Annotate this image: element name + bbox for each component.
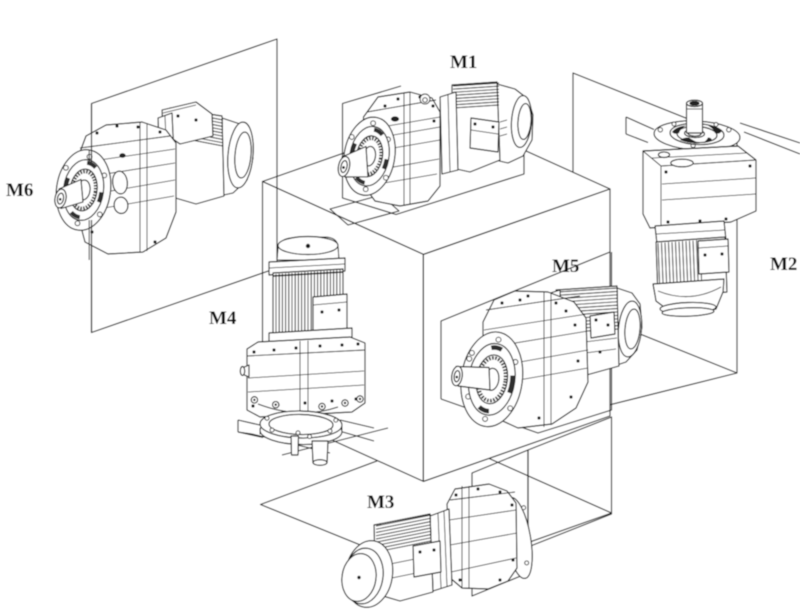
svg-text:M2: M2 [770, 254, 797, 275]
svg-text:M6: M6 [6, 180, 33, 201]
svg-text:M3: M3 [367, 492, 394, 513]
svg-text:M5: M5 [552, 256, 579, 277]
svg-text:M1: M1 [450, 52, 477, 73]
svg-text:M4: M4 [209, 308, 237, 329]
